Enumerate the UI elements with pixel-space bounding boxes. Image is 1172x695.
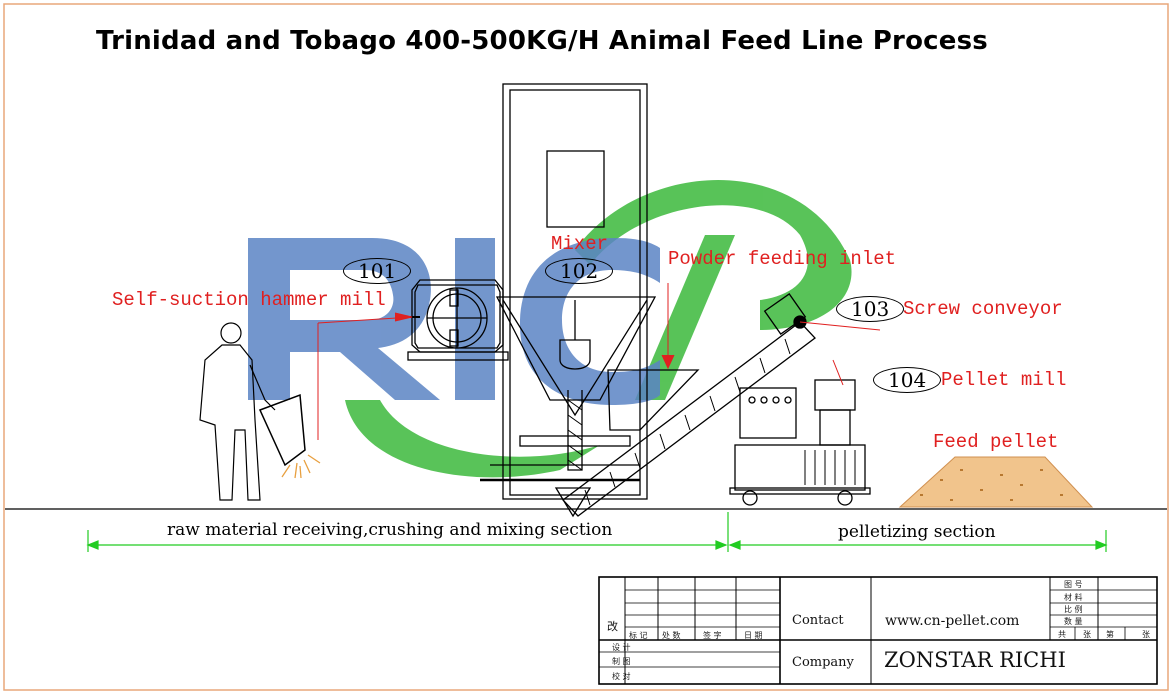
section-raw-material: raw material receiving,crushing and mixi… (167, 520, 613, 540)
screw-conveyor (554, 293, 816, 518)
tb-drawing-no: 图 号 (1064, 580, 1083, 589)
label-pellet-mill: Pellet mill (941, 369, 1067, 391)
tb-material: 材 料 (1064, 593, 1083, 602)
tb-sheet-total: 共 (1058, 630, 1066, 639)
tb-row-drawing: 制 图 (612, 657, 631, 666)
title-block (598, 576, 1158, 685)
tb-header-cell: 签 字 (703, 631, 722, 640)
tb-row-design: 设 计 (612, 643, 631, 652)
leader-lines (317, 283, 881, 440)
label-104-number: 104 (873, 367, 942, 393)
tb-company-label: Company (792, 655, 854, 670)
pellet-mill (729, 359, 871, 506)
label-101-number: 101 (343, 258, 412, 284)
section-pelletizing: pelletizing section (838, 522, 996, 542)
tb-quantity: 数 量 (1064, 617, 1083, 626)
tb-sheet-unit: 张 (1083, 630, 1091, 639)
label-powder-inlet: Powder feeding inlet (668, 248, 897, 270)
label-103-number: 103 (836, 296, 905, 322)
tb-sheet-unit: 张 (1142, 630, 1150, 639)
tb-contact-label: Contact (792, 613, 844, 628)
tb-scale: 比 例 (1064, 605, 1083, 614)
feed-pellet-pile (898, 456, 1094, 508)
worker-figure (199, 322, 321, 501)
label-feed-pellet: Feed pellet (933, 431, 1059, 453)
powder-hopper (607, 369, 700, 431)
tb-row-check: 校 对 (612, 672, 631, 681)
hammer-mill (407, 279, 509, 361)
tb-sheet-no: 第 (1106, 630, 1114, 639)
tb-company-value: ZONSTAR RICHI (884, 648, 1066, 672)
label-screw-conveyor: Screw conveyor (903, 298, 1063, 320)
label-hammer-mill: Self-suction hammer mill (112, 289, 386, 311)
tb-header-cell: 日 期 (744, 631, 763, 640)
tb-revision: 改 (607, 620, 618, 633)
tb-header-cell: 标 记 (629, 631, 648, 640)
label-102-number: 102 (545, 258, 614, 284)
tb-contact-value: www.cn-pellet.com (885, 613, 1020, 629)
tb-header-cell: 处 数 (662, 631, 681, 640)
drawing-border (3, 3, 1169, 691)
diagram-title: Trinidad and Tobago 400-500KG/H Animal F… (96, 26, 988, 56)
watermark-swoosh (345, 180, 852, 478)
label-mixer: Mixer (551, 233, 609, 255)
dimension-lines (86, 512, 1108, 552)
